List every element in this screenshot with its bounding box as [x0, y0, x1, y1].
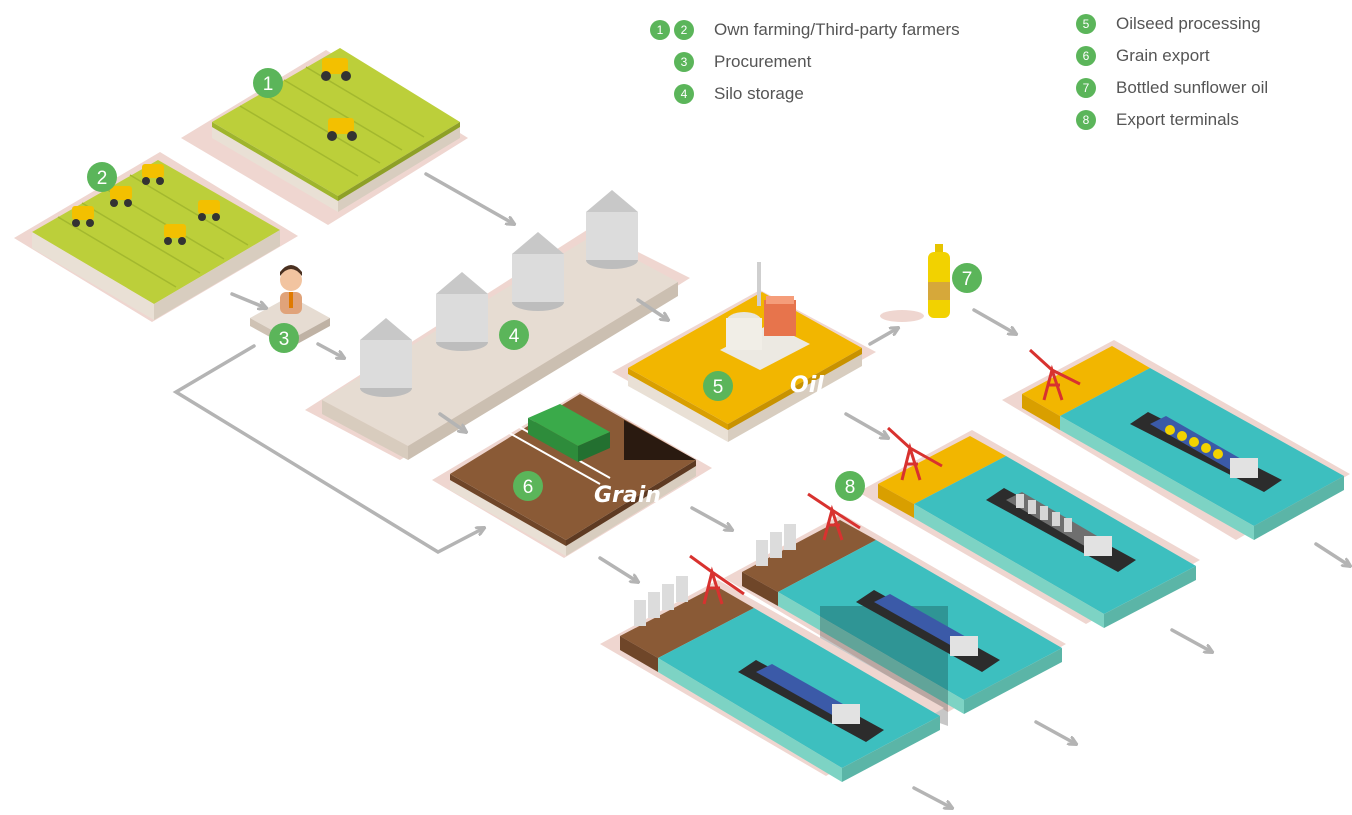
legend-item-farming: 1 2 Own farming/Third-party farmers: [650, 18, 960, 42]
tractor-icon: [327, 118, 357, 141]
silo-icon: [436, 272, 488, 351]
legend-item-grain: 6 Grain export: [1076, 44, 1268, 68]
legend-badge: 4: [674, 84, 694, 104]
silo-storage: 4: [305, 190, 690, 460]
own-farming-field: 1: [181, 48, 468, 225]
arrow-oil-to-terminal: [844, 412, 888, 438]
legend-label: Grain export: [1116, 46, 1210, 65]
factory-icon: [720, 262, 810, 370]
legend-item-procurement: 3 Procurement: [650, 50, 960, 74]
legend-label: Own farming/Third-party farmers: [714, 20, 960, 39]
silo-icon: [512, 232, 564, 311]
arrow-grain-to-terminal-1: [690, 506, 732, 530]
arrow-procurement-to-grain: [172, 344, 484, 555]
arrow-farming-to-silos: [424, 172, 514, 224]
arrow-oil-to-bottle: [868, 328, 898, 346]
tractor-icon: [142, 164, 164, 178]
ship-icon: [986, 488, 1136, 572]
legend-item-silo: 4 Silo storage: [650, 82, 960, 106]
legend-label: Export terminals: [1116, 110, 1239, 129]
grain-export-block: 6 Grain: [432, 392, 712, 558]
legend-label: Silo storage: [714, 84, 804, 103]
legend-badge: 6: [1076, 46, 1096, 66]
bottled-oil: 7: [880, 244, 982, 322]
legend-right: 5 Oilseed processing 6 Grain export 7 Bo…: [1076, 12, 1268, 140]
tractor-icon: [110, 186, 132, 200]
svg-text:3: 3: [279, 329, 290, 350]
arrow-silos-to-oil: [636, 298, 668, 320]
crane-icon: [689, 554, 745, 605]
badge-oilseed-processing: 5: [703, 371, 733, 401]
oil-label: Oil: [790, 373, 824, 398]
silo-icon: [756, 540, 768, 566]
legend-label: Bottled sunflower oil: [1116, 78, 1269, 97]
tractor-icon: [321, 58, 351, 81]
silo-icon: [586, 190, 638, 269]
arrow-out-4: [912, 786, 952, 808]
grain-label: Grain: [594, 483, 661, 508]
legend-badge: 3: [674, 52, 694, 72]
silo-icon: [662, 584, 674, 610]
svg-text:2: 2: [97, 168, 108, 189]
arrow-grain-to-terminal-2: [598, 556, 638, 582]
silo-icon: [360, 318, 412, 397]
crane-icon: [807, 492, 861, 541]
arrow-out-2: [1170, 628, 1212, 652]
person-icon: [280, 265, 302, 314]
flow-arrows: [172, 172, 1350, 808]
silo-icon: [648, 592, 660, 618]
arrow-out-1: [1314, 542, 1350, 566]
badge-own-farming: 1: [253, 68, 283, 98]
legend-badge: 5: [1076, 14, 1096, 34]
procurement-station: 3: [250, 265, 330, 353]
arrow-silos-to-grain: [438, 412, 466, 432]
legend-label: Procurement: [714, 52, 812, 71]
svg-text:1: 1: [263, 74, 274, 95]
ship-icon: [856, 590, 1000, 672]
ship-icon: [738, 660, 884, 742]
svg-text:6: 6: [523, 477, 534, 498]
svg-text:4: 4: [509, 326, 520, 347]
badge-grain-export: 6: [513, 471, 543, 501]
svg-text:8: 8: [845, 477, 856, 498]
badge-procurement: 3: [269, 323, 299, 353]
silo-icon: [676, 576, 688, 602]
export-terminal-oil: 8: [835, 426, 1200, 628]
tractor-icon: [72, 206, 94, 220]
arrow-bottle-to-terminal: [972, 308, 1016, 334]
oilseed-processing-block: 5 Oil: [612, 262, 876, 442]
badge-silo-storage: 4: [499, 320, 529, 350]
silo-icon: [770, 532, 782, 558]
export-terminal-grain-2: [600, 554, 944, 782]
tractor-icon: [198, 200, 220, 214]
badge-bottled-oil: 7: [952, 263, 982, 293]
silo-icon: [634, 600, 646, 626]
legend-badge: 2: [674, 20, 694, 40]
tractor-icon: [164, 224, 186, 238]
crane-icon: [1028, 348, 1081, 401]
arrow-procurement-to-silos: [316, 342, 344, 358]
legend-item-oilseed: 5 Oilseed processing: [1076, 12, 1268, 36]
legend-left: 1 2 Own farming/Third-party farmers 3 Pr…: [650, 18, 960, 114]
crane-icon: [886, 426, 943, 481]
arrow-farmers-to-procurement: [230, 292, 266, 308]
legend-badge: 7: [1076, 78, 1096, 98]
legend-label: Oilseed processing: [1116, 14, 1261, 33]
silo-icon: [784, 524, 796, 550]
legend-item-terminals: 8 Export terminals: [1076, 108, 1268, 132]
badge-export-terminals: 8: [835, 471, 865, 501]
third-party-field: 2: [14, 152, 298, 322]
legend-item-bottled: 7 Bottled sunflower oil: [1076, 76, 1268, 100]
export-terminal-bottled: [1002, 340, 1350, 540]
svg-text:5: 5: [713, 377, 724, 398]
bottle-icon: [928, 244, 950, 318]
railcar-icon: [528, 404, 610, 462]
legend-badge: 1: [650, 20, 670, 40]
legend-badge: 8: [1076, 110, 1096, 130]
ship-icon: [1130, 412, 1282, 492]
badge-third-party: 2: [87, 162, 117, 192]
svg-text:7: 7: [962, 269, 973, 290]
arrow-out-3: [1034, 720, 1076, 744]
